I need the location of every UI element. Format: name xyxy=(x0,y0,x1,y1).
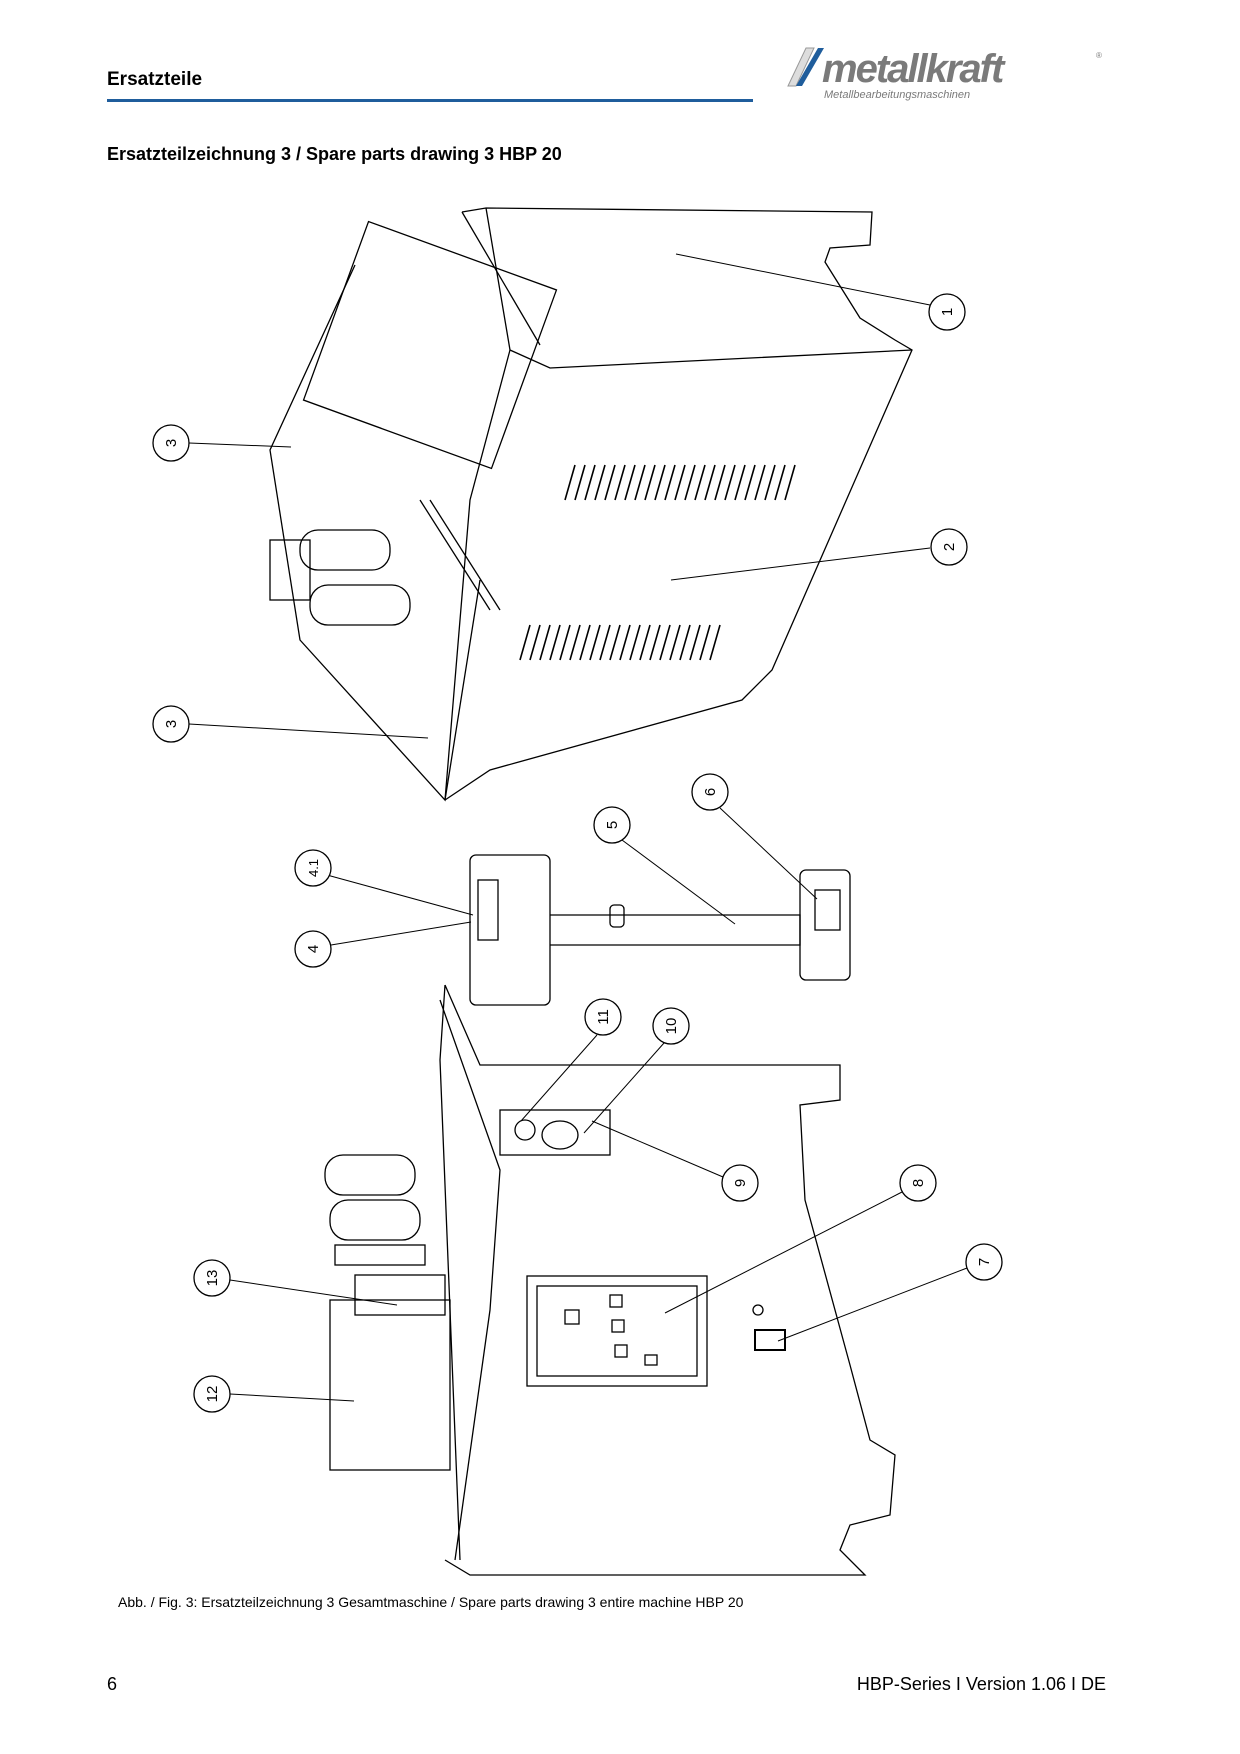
callout-label: 4 xyxy=(305,945,322,953)
callout-3b: 3 xyxy=(152,705,190,743)
section-title: Ersatzteile xyxy=(107,69,203,90)
callout-label: 11 xyxy=(595,1009,612,1025)
callout-label: 7 xyxy=(976,1258,993,1266)
lower-housing xyxy=(324,984,896,1576)
callout-label: 8 xyxy=(910,1179,927,1187)
callout-10: 10 xyxy=(652,1007,690,1045)
figure-caption: Abb. / Fig. 3: Ersatzteilzeichnung 3 Ges… xyxy=(118,1594,744,1610)
callout-label: 12 xyxy=(204,1386,221,1403)
callout-label: 13 xyxy=(204,1270,221,1287)
callout-4-1: 4.1 xyxy=(294,849,332,887)
callout-label: 3 xyxy=(163,720,180,728)
upper-housing xyxy=(269,207,913,802)
leader-lines xyxy=(188,253,968,1402)
callout-11: 11 xyxy=(584,998,622,1036)
callout-3a: 3 xyxy=(152,424,190,462)
vent-slots xyxy=(519,464,796,661)
arm-assembly xyxy=(469,854,851,1006)
callout-9: 9 xyxy=(721,1164,759,1202)
callout-13: 13 xyxy=(193,1259,231,1297)
document-info: HBP-Series I Version 1.06 I DE xyxy=(856,1674,1106,1694)
svg-text:®: ® xyxy=(1096,51,1102,60)
drawing-title: Ersatzteilzeichnung 3 / Spare parts draw… xyxy=(107,144,562,164)
callout-5: 5 xyxy=(593,806,631,844)
callouts: 1 2 3 3 4.1 4 5 6 11 10 9 8 7 13 12 xyxy=(152,293,1003,1413)
metallkraft-logo: metallkraft ® Metallbearbeitungsmaschine… xyxy=(787,47,1102,101)
callout-6: 6 xyxy=(691,773,729,811)
callout-8: 8 xyxy=(899,1164,937,1202)
callout-7: 7 xyxy=(965,1243,1003,1281)
logo-tagline: Metallbearbeitungsmaschinen xyxy=(824,89,970,101)
callout-label: 3 xyxy=(163,439,180,447)
header-rule xyxy=(107,99,753,102)
page-number: 6 xyxy=(107,1674,118,1694)
callout-label: 1 xyxy=(939,308,956,316)
callout-4: 4 xyxy=(294,930,332,968)
callout-2: 2 xyxy=(930,528,968,566)
callout-label: 4.1 xyxy=(306,859,321,877)
callout-label: 5 xyxy=(604,821,621,829)
callout-label: 2 xyxy=(941,543,958,551)
callout-label: 6 xyxy=(702,788,719,796)
callout-1: 1 xyxy=(928,293,966,331)
spare-parts-drawing: 1 2 3 3 4.1 4 5 6 11 10 9 8 7 13 12 xyxy=(152,207,1003,1576)
logo-wordmark: metallkraft xyxy=(822,47,1006,91)
callout-label: 9 xyxy=(732,1179,749,1187)
callout-label: 10 xyxy=(663,1018,680,1035)
callout-12: 12 xyxy=(193,1375,231,1413)
